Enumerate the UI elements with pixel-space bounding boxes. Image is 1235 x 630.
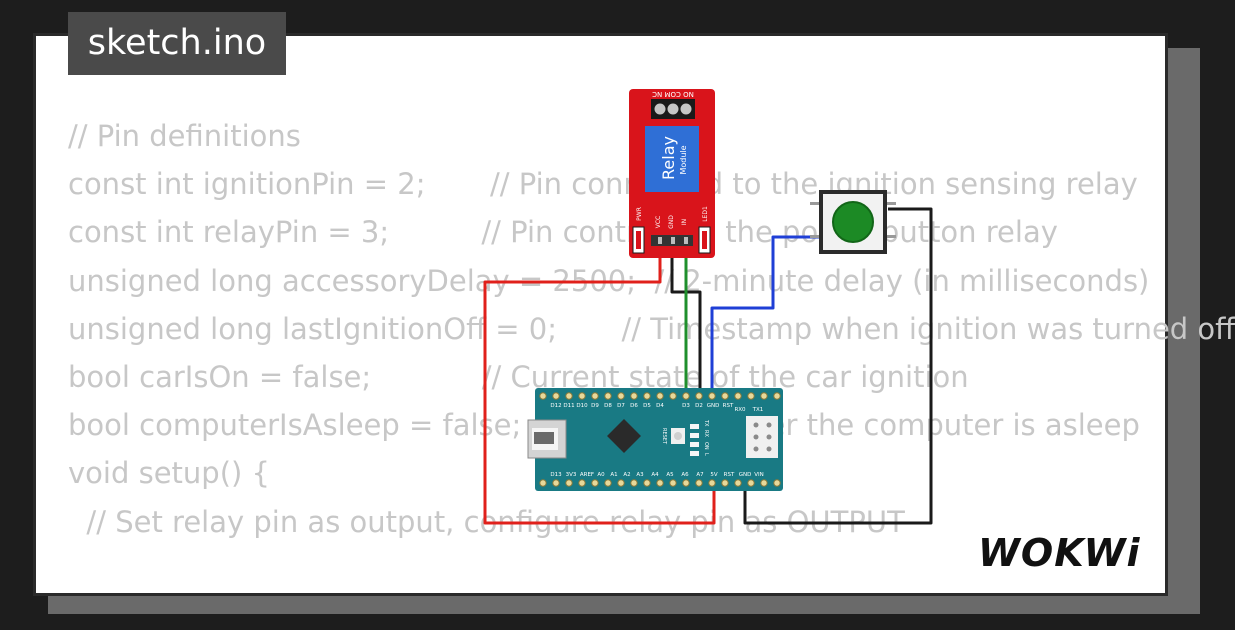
pin-label: VIN — [754, 472, 764, 478]
pin-label: D4 — [656, 403, 664, 409]
pin-label: A7 — [696, 472, 704, 478]
button-cap — [832, 201, 874, 243]
pin-label: A1 — [610, 472, 617, 478]
pin-label: A4 — [651, 472, 659, 478]
pin-label: D12 — [550, 403, 561, 409]
status-leds — [690, 424, 699, 456]
relay-subtitle: Module — [679, 145, 688, 174]
code-line: unsigned long lastIgnitionOff = 0; // Ti… — [68, 311, 1235, 346]
wokwi-logo: WOKWi — [978, 531, 1141, 575]
nano-bottom-pins — [539, 479, 781, 487]
project-card[interactable]: // Pin definitions const int ignitionPin… — [33, 33, 1235, 596]
relay-title: Relay — [659, 136, 678, 180]
pin-label: A3 — [636, 472, 644, 478]
wires — [483, 207, 933, 525]
pin-label: A2 — [623, 472, 630, 478]
relay-led-label: LED1 — [702, 206, 709, 222]
wire-black-button — [743, 207, 933, 525]
pin-label: D8 — [604, 403, 612, 409]
pin-label: GND — [739, 472, 752, 478]
code-line: const int ignitionPin = 2; // Pin connec… — [68, 167, 1138, 202]
nano-top-labels: D12 D11 D10 D9 D8 D7 D6 D5 D4 D3 D2 GND … — [550, 403, 734, 409]
pin-label: 5V — [710, 472, 717, 478]
code-line: // Set relay pin as output, configure re… — [68, 504, 905, 539]
pin-label: A5 — [666, 472, 674, 478]
code-line: unsigned long accessoryDelay = 2500; // … — [68, 263, 1150, 298]
code-line: // Pin definitions — [68, 119, 301, 153]
pin-label: D9 — [591, 403, 599, 409]
rx0-label: RX0 — [734, 407, 746, 413]
wire-blue — [710, 235, 820, 395]
terminal-screw — [680, 103, 692, 115]
pin-label: RST — [724, 472, 735, 478]
pin-label: D2 — [695, 403, 703, 409]
led-label: L — [703, 453, 709, 456]
relay-terminal-label: NO COM NC — [652, 90, 694, 98]
relay-cube — [645, 126, 699, 192]
pin-label: D7 — [617, 403, 625, 409]
nano-board — [535, 388, 783, 491]
relay-led-label: PWR — [636, 207, 643, 221]
arduino-nano: D12 D11 D10 D9 D8 D7 D6 D5 D4 D3 D2 GND … — [527, 388, 783, 491]
pin-label: D11 — [563, 403, 574, 409]
pin-label: D13 — [550, 472, 562, 478]
pin-label: RST — [723, 403, 734, 409]
terminal-screw — [654, 103, 666, 115]
relay-pin-label: VCC — [655, 216, 662, 228]
relay-pin-label: IN — [681, 219, 688, 225]
nano-bottom-labels: D13 3V3 AREF A0 A1 A2 A3 A4 A5 A6 A7 5V … — [550, 472, 763, 478]
pin-label: 3V3 — [566, 472, 577, 478]
nano-top-pins — [539, 392, 781, 400]
pin-label: D6 — [630, 403, 638, 409]
terminal-screw — [667, 103, 679, 115]
push-button — [810, 190, 896, 254]
pin-label: A6 — [681, 472, 689, 478]
led-label: ON — [703, 442, 709, 450]
pin-label: AREF — [580, 472, 594, 478]
code-line: void setup() { — [68, 456, 270, 491]
wokwi-logo-text: WOKWi — [978, 531, 1141, 575]
mcu-chip — [607, 419, 641, 453]
pin-label: D3 — [682, 403, 690, 409]
pin-label: GND — [707, 403, 720, 409]
pin-label: D5 — [643, 403, 651, 409]
circuit-diagram: NO COM NC Relay Module PWR LED1 VCC GND … — [483, 89, 933, 525]
relay-module: NO COM NC Relay Module PWR LED1 VCC GND … — [629, 89, 715, 258]
wire-red — [483, 244, 716, 525]
icsp-header — [746, 416, 778, 458]
pin-label: D10 — [576, 403, 588, 409]
tx1-label: TX1 — [752, 407, 764, 413]
relay-pin-label: GND — [668, 215, 675, 229]
reset-label: RESET — [661, 428, 667, 445]
pin-label: A0 — [597, 472, 605, 478]
led-label: RX — [703, 430, 709, 437]
filename-badge: sketch.ino — [68, 12, 286, 75]
led-label: TX — [703, 419, 709, 427]
